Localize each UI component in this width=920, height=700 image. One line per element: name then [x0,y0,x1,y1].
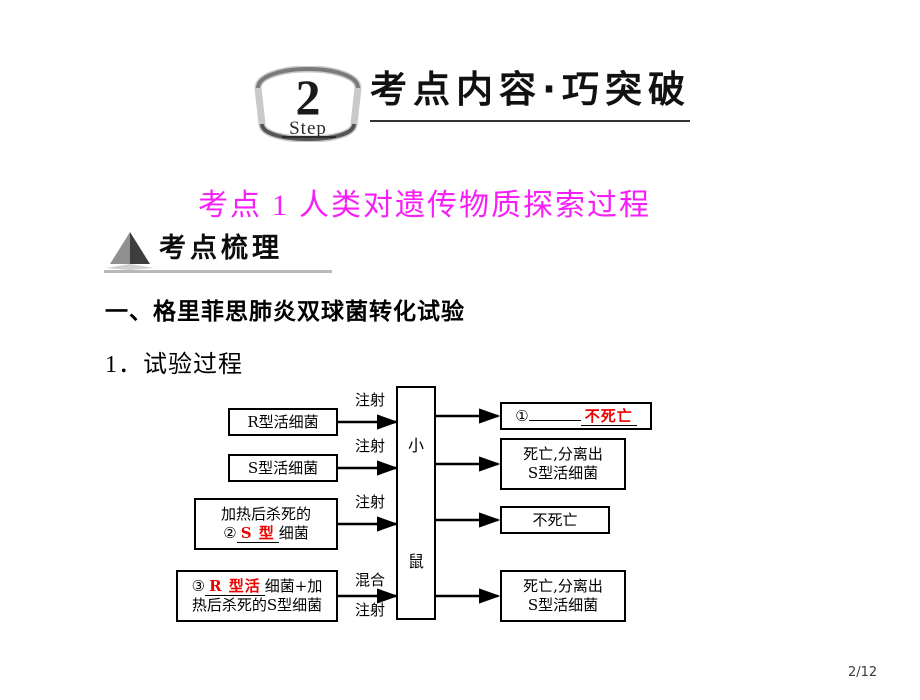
section-badge-label: 考点梳理 [159,233,283,264]
input-3-suffix: 细菌 [278,524,309,542]
step-word-text: Step [289,118,327,139]
input-2-label: S型活细菌 [247,458,319,477]
output-3-label: 不死亡 [532,510,578,529]
banner-title: 考点内容·巧突破 [370,68,692,111]
output-1-content: ① 不死亡 [506,406,646,426]
arrow-label-2: 注射 [354,437,385,455]
input-3-answer: S 型 [236,524,279,543]
input-4-line1-suffix: 细菌+加 [264,577,323,595]
output-2-line2: S型活细菌 [527,464,599,482]
arrow-label-4-top: 混合 [354,571,385,589]
section-badge: 考点梳理 [104,228,344,276]
input-1-label: R型活细菌 [247,412,319,431]
subsection-heading: 一、格里菲思肺炎双球菌转化试验 [105,299,465,325]
diagram-output-box-1: ① 不死亡 [500,402,652,430]
output-1-blank [528,419,581,421]
arrow-label-1: 注射 [354,391,385,409]
banner-underline [370,120,690,122]
input-4-marker: ③ [191,577,206,595]
section-badge-underline [104,270,332,273]
diagram-connectors [338,408,501,604]
mouse-box-char-top: 小 [407,436,424,455]
diagram-input-box-2: S型活细菌 [228,454,338,482]
input-4-line2: 热后杀死的S型细菌 [191,596,323,614]
page-title: 考点 1 人类对遗传物质探索过程 [198,180,651,224]
triangle-icon [104,230,160,270]
arrow-label-3: 注射 [354,493,385,511]
output-4-line1: 死亡,分离出 [523,577,603,595]
kaodian-title: 人类对遗传物质探索过程 [299,188,651,223]
input-4-answer: R 型活 [205,577,265,596]
page-number: 2/12 [848,665,878,680]
diagram-mouse-box: 小 鼠 [396,386,436,620]
list-item-label: 试验过程 [143,352,243,378]
output-2-line1: 死亡,分离出 [523,445,603,463]
mouse-box-char-bottom: 鼠 [407,552,424,571]
kaodian-prefix: 考点 [198,188,262,223]
output-4-line2: S型活细菌 [527,596,599,614]
output-1-answer: 不死亡 [580,406,637,426]
step-number-text: 2 [296,69,321,125]
arrow-label-4-bottom: 注射 [354,601,385,619]
diagram-input-box-1: R型活细菌 [228,408,338,436]
output-1-marker: ① [515,406,529,425]
step-banner: 2 Step 考点内容·巧突破 [252,62,692,144]
diagram-output-box-4: 死亡,分离出 S型活细菌 [500,570,626,622]
step-2-logo: 2 Step [252,66,364,142]
kaodian-number: 1 [272,189,289,222]
list-item-index: 1． [105,352,143,378]
diagram-output-box-2: 死亡,分离出 S型活细菌 [500,438,626,490]
list-item-1: 1．试验过程 [105,344,243,379]
diagram-output-box-3: 不死亡 [500,506,610,534]
input-3-line1: 加热后杀死的 [220,505,311,523]
input-3-marker: ② [223,524,237,542]
